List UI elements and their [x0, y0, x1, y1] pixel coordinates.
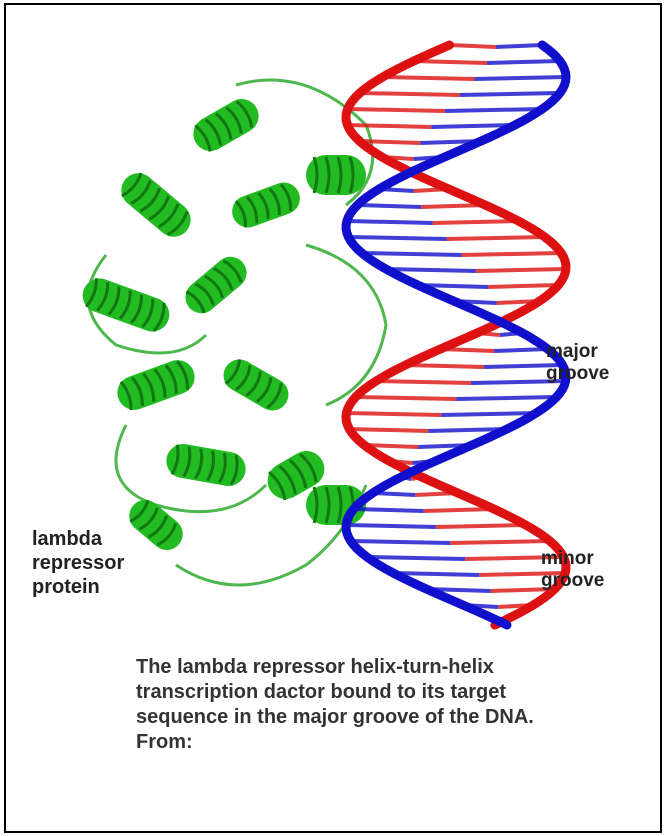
- base-pair-rung: [360, 93, 460, 95]
- base-pair-rung: [487, 61, 560, 63]
- base-pair-rung: [406, 365, 485, 367]
- base-pair-rung: [351, 541, 451, 543]
- base-pair-rung: [376, 381, 471, 383]
- base-pair-rung: [476, 269, 566, 271]
- base-pair-rung: [346, 525, 436, 527]
- base-pair-rung: [462, 253, 562, 255]
- base-pair-rung: [474, 77, 566, 79]
- figure-caption: The lambda repressor helix-turn-helix tr…: [136, 655, 576, 781]
- protein-helix: [114, 166, 197, 243]
- base-pair-rung: [348, 125, 432, 127]
- base-pair-rung: [347, 221, 433, 223]
- base-pair-rung: [414, 61, 487, 63]
- base-pair-rung: [441, 413, 536, 415]
- protein-helix: [306, 155, 366, 195]
- base-pair-rung: [348, 237, 446, 239]
- protein-helix: [228, 178, 305, 232]
- protein-label: lambda repressor protein: [32, 527, 124, 599]
- base-pair-rung: [433, 221, 519, 223]
- base-pair-rung: [424, 509, 494, 511]
- protein-helix: [164, 441, 249, 488]
- dna-strand-blue: [346, 45, 566, 625]
- base-pair-rung: [460, 93, 560, 95]
- base-pair-rung: [358, 205, 422, 207]
- figure-frame: lambda repressor protein major groove mi…: [4, 3, 662, 833]
- base-pair-rung: [450, 541, 550, 543]
- base-pair-rung: [362, 253, 462, 255]
- major-groove-label: major groove: [546, 341, 609, 385]
- protein-helix: [187, 93, 265, 157]
- minor-groove-label: minor groove: [541, 548, 604, 592]
- base-pair-rung: [447, 237, 545, 239]
- base-pair-rung: [349, 429, 428, 431]
- base-pair-rung: [450, 45, 496, 47]
- base-pair-rung: [356, 397, 456, 399]
- protein-helix: [179, 250, 253, 320]
- base-pair-rung: [346, 413, 441, 415]
- base-pair-rung: [386, 269, 476, 271]
- base-pair-rung: [494, 349, 548, 351]
- base-pair-rung: [436, 525, 526, 527]
- base-pair-rung: [354, 509, 424, 511]
- protein-helix: [113, 355, 200, 414]
- base-pair-rung: [445, 109, 542, 111]
- base-pair-rung: [488, 285, 559, 287]
- dna-double-helix: [346, 45, 566, 625]
- base-pair-rung: [367, 557, 465, 559]
- protein-helix: [218, 354, 295, 417]
- base-pair-rung: [383, 77, 475, 79]
- base-pair-rung: [348, 109, 445, 111]
- base-pair-rung: [456, 397, 556, 399]
- lambda-repressor-protein: [78, 80, 386, 585]
- protein-helix: [123, 493, 190, 556]
- protein-helix: [78, 274, 174, 337]
- base-pair-rung: [496, 45, 542, 47]
